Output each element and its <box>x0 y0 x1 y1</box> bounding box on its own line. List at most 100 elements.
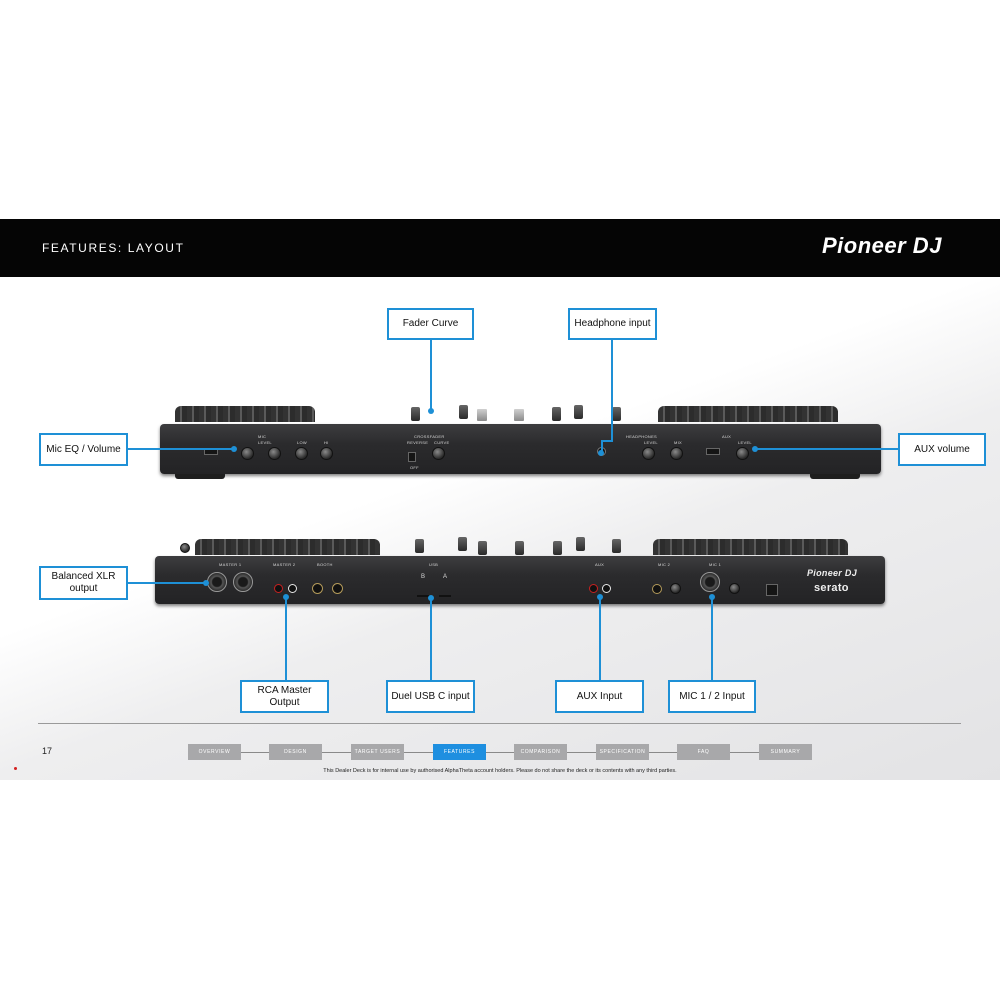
aux-level-knob <box>736 447 749 460</box>
nav-tab-overview[interactable]: OVERVIEW <box>188 744 241 760</box>
device-foot <box>810 474 860 479</box>
connector-line <box>599 596 601 680</box>
power-switch <box>766 584 778 596</box>
mic2-att-knob <box>670 583 681 594</box>
curve-label: CURVE <box>434 440 450 445</box>
low-eq-label: LOW <box>297 440 308 445</box>
connector-dot <box>752 446 758 452</box>
nav-tab-faq[interactable]: FAQ <box>677 744 730 760</box>
connector-dot <box>283 594 289 600</box>
connector-line <box>757 448 898 450</box>
jog-wheel-right <box>658 406 838 422</box>
channel-fader-knob <box>478 541 487 555</box>
connector-dot <box>598 450 604 456</box>
nav-tab-features[interactable]: FEATURES <box>433 744 486 760</box>
connector-line <box>601 440 613 442</box>
channel-fader-knob <box>515 541 524 555</box>
section-navigation: OVERVIEW DESIGN TARGET USERS FEATURES CO… <box>188 744 812 760</box>
channel-fader-knob <box>458 537 467 551</box>
master1-xlr-right-port <box>233 572 253 592</box>
connector-dot <box>597 594 603 600</box>
connector-dot <box>203 580 209 586</box>
channel-fader-knob <box>553 541 562 555</box>
connector-line <box>711 596 713 680</box>
channel-fader-knob <box>411 407 420 421</box>
nav-tab-design[interactable]: DESIGN <box>269 744 322 760</box>
callout-headphone-input: Headphone input <box>568 308 657 340</box>
callout-aux-volume: AUX volume <box>898 433 986 466</box>
connector-line <box>611 340 613 440</box>
usb-a-label: A <box>443 574 448 580</box>
channel-fader-knob <box>459 405 468 419</box>
headphones-level-label: LEVEL <box>644 440 658 445</box>
crossfader-reverse-switch <box>408 452 416 462</box>
connector-dot <box>428 408 434 414</box>
header-bar <box>0 219 1000 277</box>
jog-wheel-left <box>175 406 315 422</box>
page-number: 17 <box>42 746 53 756</box>
page-title: FEATURES: LAYOUT <box>42 241 185 255</box>
callout-mic-eq-volume: Mic EQ / Volume <box>39 433 128 466</box>
crossfader-cap <box>477 409 487 421</box>
callout-fader-curve: Fader Curve <box>387 308 474 340</box>
connector-dot <box>709 594 715 600</box>
callout-mic-1-2-input: MIC 1 / 2 Input <box>668 680 756 713</box>
connector-line <box>285 596 287 680</box>
slide-background <box>0 219 1000 780</box>
usb-label: USB <box>429 562 439 567</box>
jog-wheel-left <box>195 539 380 555</box>
master1-xlr-left-port <box>207 572 227 592</box>
connector-line <box>430 340 432 410</box>
booth-jack-left <box>332 583 343 594</box>
channel-fader-knob <box>612 539 621 553</box>
channel-fader-knob <box>415 539 424 553</box>
master1-label: MASTER 1 <box>219 562 242 567</box>
aux-rca-left-port <box>602 584 611 593</box>
mic2-jack <box>652 584 662 594</box>
nav-tab-specification[interactable]: SPECIFICATION <box>596 744 649 760</box>
jog-wheel-right <box>653 539 848 555</box>
connector-dot <box>231 446 237 452</box>
mic2-level-knob <box>268 447 281 460</box>
mic1-label: MIC 1 <box>709 562 722 567</box>
connector-dot <box>428 595 434 601</box>
aux-level-label: LEVEL <box>738 440 752 445</box>
master2-rca-right-port <box>274 584 283 593</box>
usb-c-port-b <box>417 595 429 597</box>
connector-line <box>128 582 205 584</box>
rear-top-knob <box>180 543 190 553</box>
disclaimer-text: This Dealer Deck is for internal use by … <box>323 768 677 774</box>
usb-c-port-a <box>439 595 451 597</box>
mic-hi-eq-knob <box>320 447 333 460</box>
connector-line <box>128 448 234 450</box>
device-foot <box>175 474 225 479</box>
hi-eq-label: HI <box>324 440 329 445</box>
mic-low-eq-knob <box>295 447 308 460</box>
mic2-label: MIC 2 <box>658 562 671 567</box>
booth-jack-right <box>312 583 323 594</box>
headphones-mix-knob <box>670 447 683 460</box>
nav-tab-summary[interactable]: SUMMARY <box>759 744 812 760</box>
booth-label: BOOTH <box>317 562 333 567</box>
headphones-section-label: HEADPHONES <box>626 434 658 439</box>
connector-line <box>430 598 432 680</box>
crossfader-curve-knob <box>432 447 445 460</box>
pioneer-dj-logo: Pioneer DJ <box>822 233 942 258</box>
mic1-att-knob <box>729 583 740 594</box>
nav-tab-target-users[interactable]: TARGET USERS <box>351 744 404 760</box>
red-dot-marker <box>14 767 17 770</box>
master2-rca-left-port <box>288 584 297 593</box>
nav-tab-comparison[interactable]: COMPARISON <box>514 744 567 760</box>
headphones-level-knob <box>642 447 655 460</box>
callout-duel-usb-c-input: Duel USB C input <box>386 680 475 713</box>
connector-line <box>601 440 603 453</box>
master2-label: MASTER 2 <box>273 562 296 567</box>
aux-mode-switch <box>706 448 720 455</box>
serato-logo: serato <box>814 582 849 594</box>
aux-section-label: AUX <box>722 434 732 439</box>
aux-rca-right-port <box>589 584 598 593</box>
rear-brand-label: Pioneer DJ <box>807 568 858 578</box>
reverse-label: REVERSE <box>407 440 429 445</box>
headphones-mix-label: MIX <box>674 440 683 445</box>
nav-track-line <box>188 752 812 753</box>
